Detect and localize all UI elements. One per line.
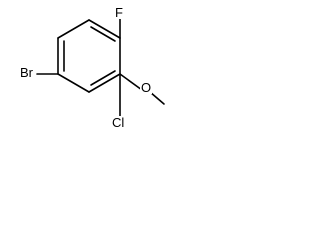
double-bond-right — [90, 70, 116, 86]
ring-bond-6 — [57, 19, 90, 39]
chlorine-label: Cl — [111, 115, 126, 130]
bromine-label: Br — [19, 65, 34, 80]
fluorine-label: F — [114, 5, 124, 20]
ring-bond-3 — [88, 73, 121, 93]
molecule-structure: F Br Cl O — [0, 0, 198, 155]
oxygen-label: O — [140, 80, 153, 95]
bond-lines — [36, 15, 165, 117]
methyl-bond — [149, 91, 165, 105]
oxygen-bond — [119, 73, 143, 91]
double-bond-top — [90, 26, 116, 42]
ring-bond-4 — [57, 73, 90, 93]
ring-bond-1 — [88, 19, 121, 39]
